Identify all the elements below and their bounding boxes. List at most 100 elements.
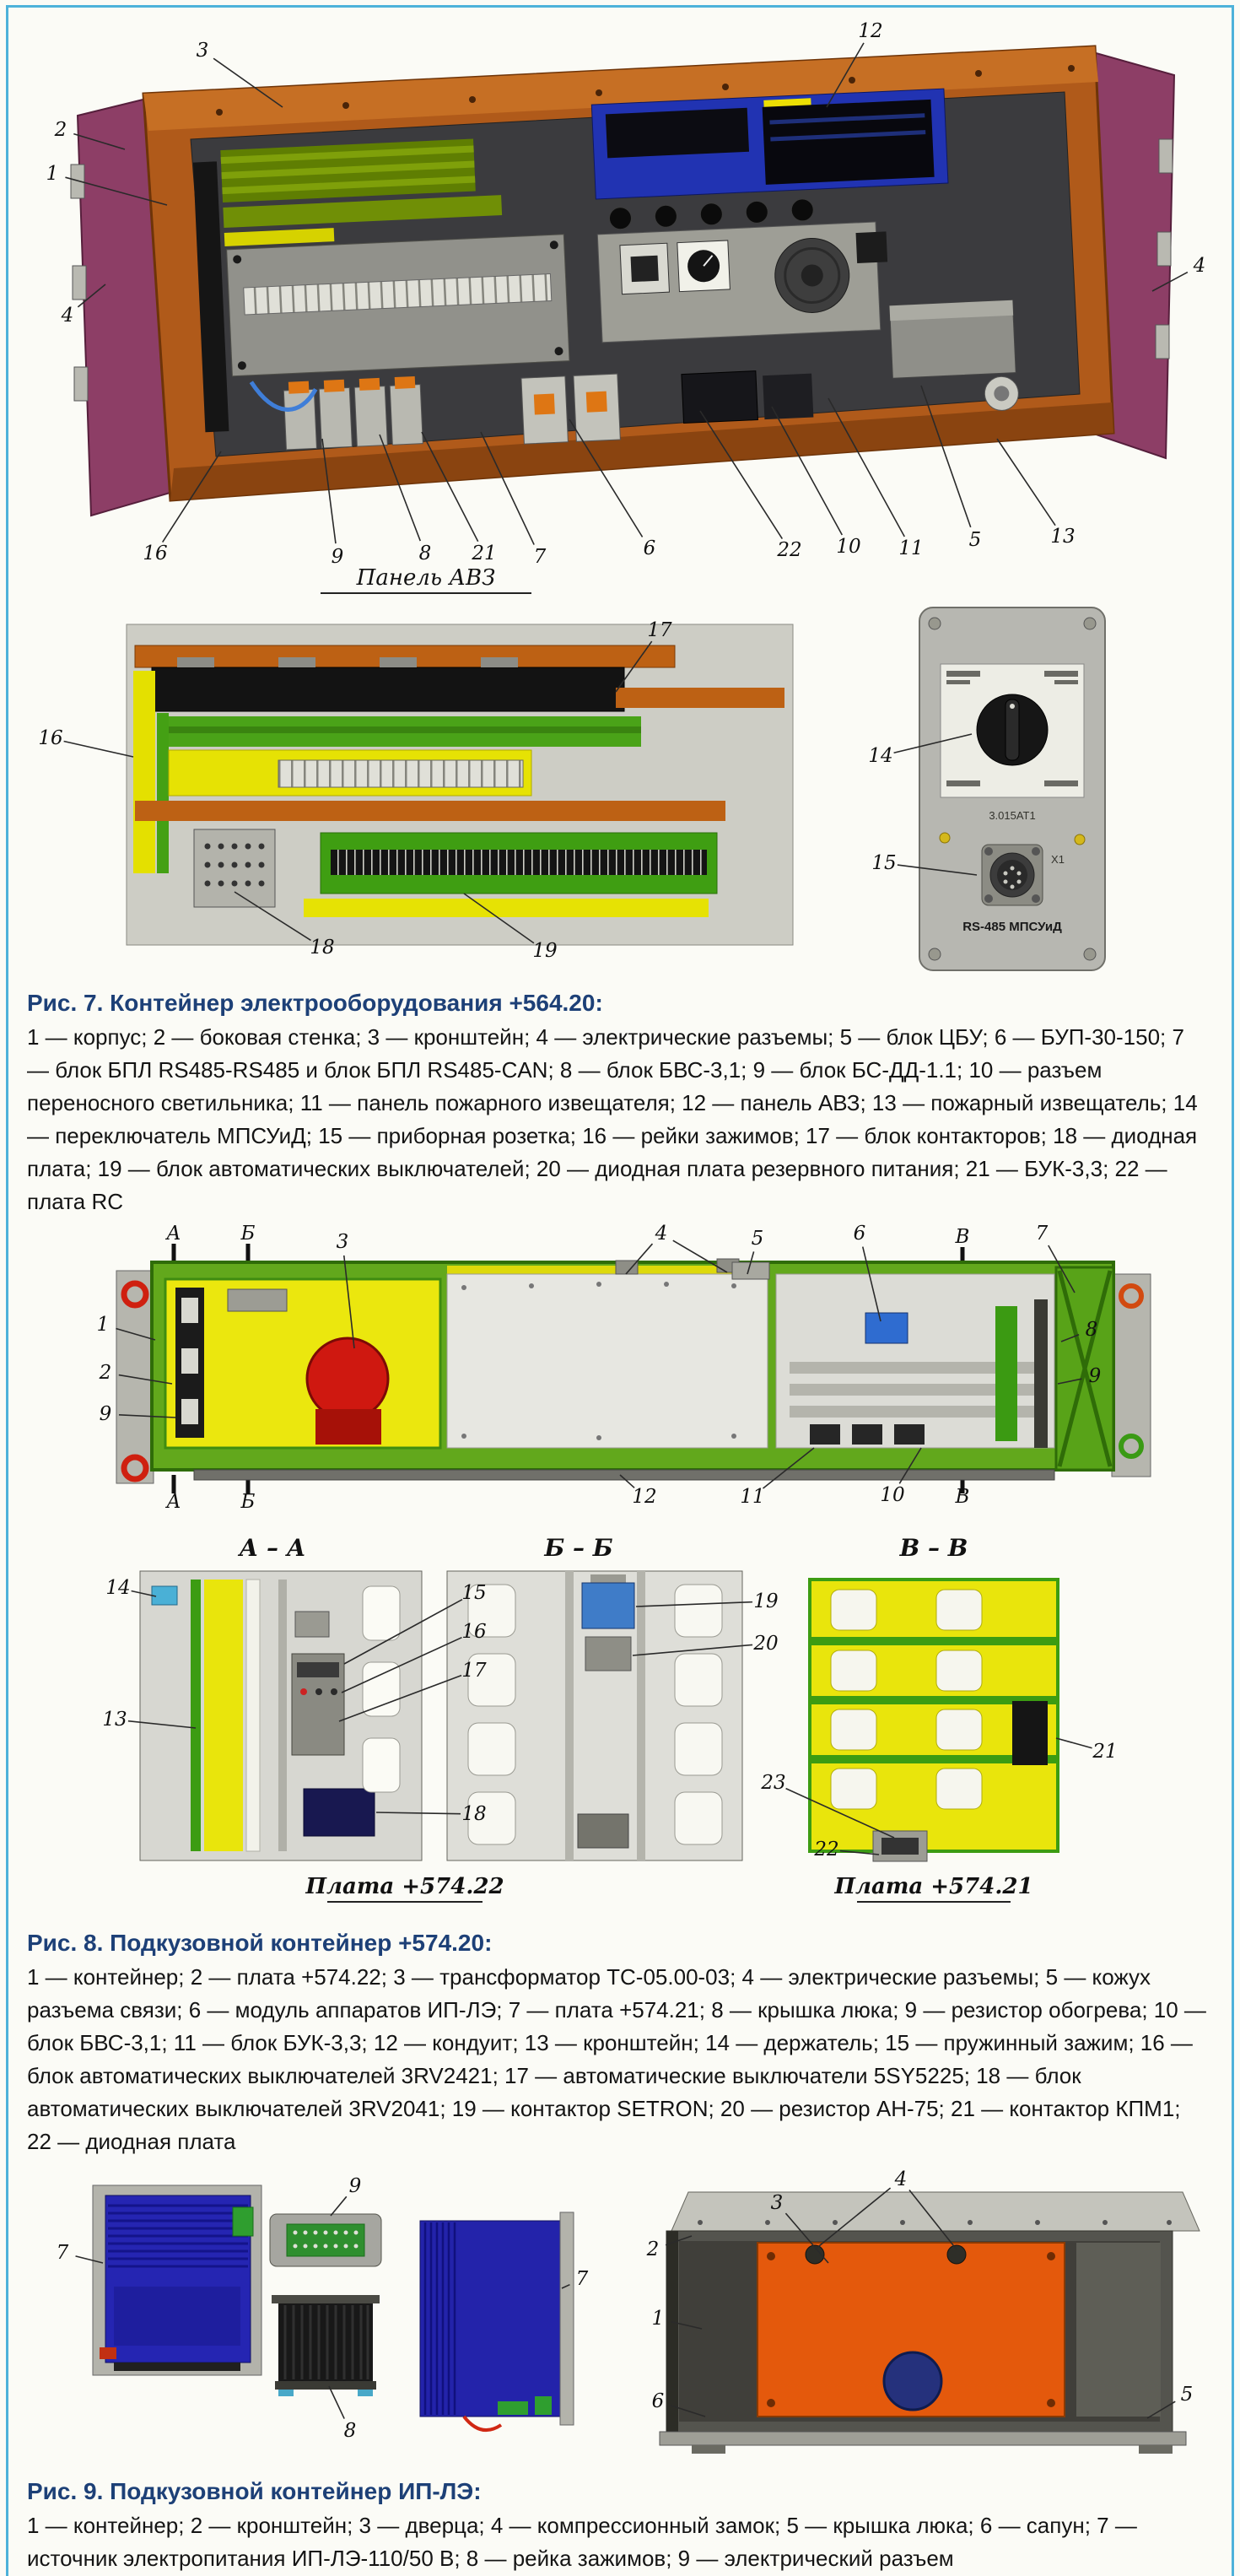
fig9-caption-body: 1 — контейнер; 2 — кронштейн; 3 — дверца…: [27, 2513, 1137, 2571]
leader-line-9: [321, 438, 337, 544]
callout-13: 13: [102, 1709, 127, 1731]
conduit: [193, 1469, 1055, 1481]
leader-line-1: [116, 1327, 156, 1341]
interior-equipment: [192, 88, 1019, 451]
section-b-b: [446, 1570, 743, 1861]
leader-line-4: [908, 2190, 957, 2250]
plate-screws: [928, 617, 1097, 961]
leader-line-15: [897, 864, 978, 876]
fig7-caption-body: 1 — корпус; 2 — боковая стенка; 3 — крон…: [27, 1024, 1198, 1214]
callout-23: 23: [760, 1772, 785, 1794]
fig8-sections-diagram: А – А Б – Б В – В: [102, 1534, 1118, 1903]
callout-16: 16: [38, 727, 62, 749]
right-lug-bracket: [1111, 1273, 1151, 1477]
fig8-caption-body: 1 — контейнер; 2 — плата +574.22; 3 — тр…: [27, 1964, 1206, 2154]
leader-line-14: [131, 1590, 157, 1597]
leader-line-13: [127, 1720, 197, 1729]
callout-19: 19: [532, 940, 557, 962]
leader-line-8: [379, 434, 422, 542]
setron-contactor: [581, 1574, 635, 1671]
leader-line-6: [569, 419, 644, 537]
callout-15: 15: [461, 1582, 486, 1604]
callout-5: 5: [969, 529, 982, 551]
callout-8: 8: [1086, 1319, 1098, 1341]
rotary-switch-knob: [976, 694, 1049, 766]
top-flange: [671, 2191, 1200, 2232]
callout-19: 19: [753, 1590, 778, 1612]
compression-lock-1: [805, 2244, 825, 2265]
end-panel: [1054, 1266, 1115, 1472]
callout-21: 21: [471, 543, 496, 564]
connector-x1-label: Х1: [1051, 853, 1065, 866]
leader-line-19: [463, 893, 535, 944]
callout-8: 8: [344, 2420, 357, 2442]
bay-plate-574-21: [775, 1273, 1055, 1449]
callout-14: 14: [105, 1577, 130, 1599]
callout-20: 20: [752, 1633, 778, 1655]
fig8-caption: Рис. 8. Подкузовной контейнер +574.20: 1…: [27, 1925, 1210, 2158]
fire-detector: [984, 375, 1019, 411]
callout-6: 6: [854, 1223, 866, 1245]
callout-9: 9: [332, 546, 344, 568]
leader-line-2: [665, 2235, 693, 2246]
callout-А: А: [164, 1223, 181, 1245]
leader-line-7: [1048, 1245, 1076, 1293]
callout-11: 11: [740, 1486, 764, 1508]
callout-7: 7: [576, 2268, 589, 2290]
callout-1: 1: [97, 1314, 110, 1336]
callout-4: 4: [1193, 255, 1206, 277]
leader-line-4: [672, 1239, 728, 1273]
ip-le-module: [865, 1312, 908, 1344]
callout-5: 5: [752, 1228, 764, 1250]
bay-plate-574-22: [164, 1277, 442, 1450]
leader-line-18: [375, 1812, 461, 1815]
socket-row: [608, 198, 814, 230]
callout-9: 9: [100, 1403, 112, 1425]
leader-line-4: [814, 2187, 892, 2250]
callout-В: В: [955, 1226, 970, 1248]
yellow-screw-right: [1074, 834, 1086, 845]
leader-line-11: [763, 1447, 815, 1489]
yellow-screw-left: [939, 832, 951, 844]
plate-574-21-label: Плата +574.21: [833, 1874, 1032, 1899]
breather-circle: [882, 2351, 943, 2411]
leader-line-21: [421, 431, 479, 543]
right-rail: [616, 688, 784, 708]
switch-position-labels: [946, 671, 1078, 786]
leader-line-7: [561, 2283, 570, 2289]
callout-21: 21: [1092, 1741, 1117, 1763]
callout-12: 12: [632, 1486, 656, 1508]
blue-wire: [249, 381, 318, 412]
leader-line-3: [784, 2212, 829, 2264]
left-black-column: [192, 161, 229, 433]
callout-2: 2: [99, 1362, 112, 1384]
housing-frame-bottom: [170, 402, 1113, 500]
leader-line-1: [671, 2320, 703, 2330]
door: [757, 2242, 1065, 2417]
spring-clamp: [151, 1585, 178, 1606]
callout-22: 22: [776, 539, 801, 561]
leader-line-8: [1060, 1334, 1080, 1342]
leader-line-12: [619, 1474, 635, 1488]
callout-7: 7: [57, 2242, 69, 2264]
leader-line-21: [1055, 1737, 1092, 1749]
breaker-board: [320, 832, 718, 894]
diode-plate-connector: [872, 1830, 928, 1862]
callout-7: 7: [1036, 1223, 1049, 1245]
transformer: [305, 1337, 390, 1421]
callout-16: 16: [461, 1621, 486, 1643]
section-v-v-label: В – В: [899, 1534, 968, 1562]
callout-16: 16: [143, 543, 167, 564]
fig9-caption: Рис. 9. Подкузовной контейнер ИП-ЛЭ: 1 —…: [27, 2474, 1210, 2575]
leader-line-5: [747, 1251, 755, 1275]
panel-avz-label: Панель АВЗ: [321, 565, 531, 594]
plate-574-22-label: Плата +574.22: [305, 1874, 504, 1899]
callout-Б: Б: [240, 1223, 256, 1245]
callout-4: 4: [655, 1223, 668, 1245]
callout-18: 18: [461, 1803, 486, 1825]
